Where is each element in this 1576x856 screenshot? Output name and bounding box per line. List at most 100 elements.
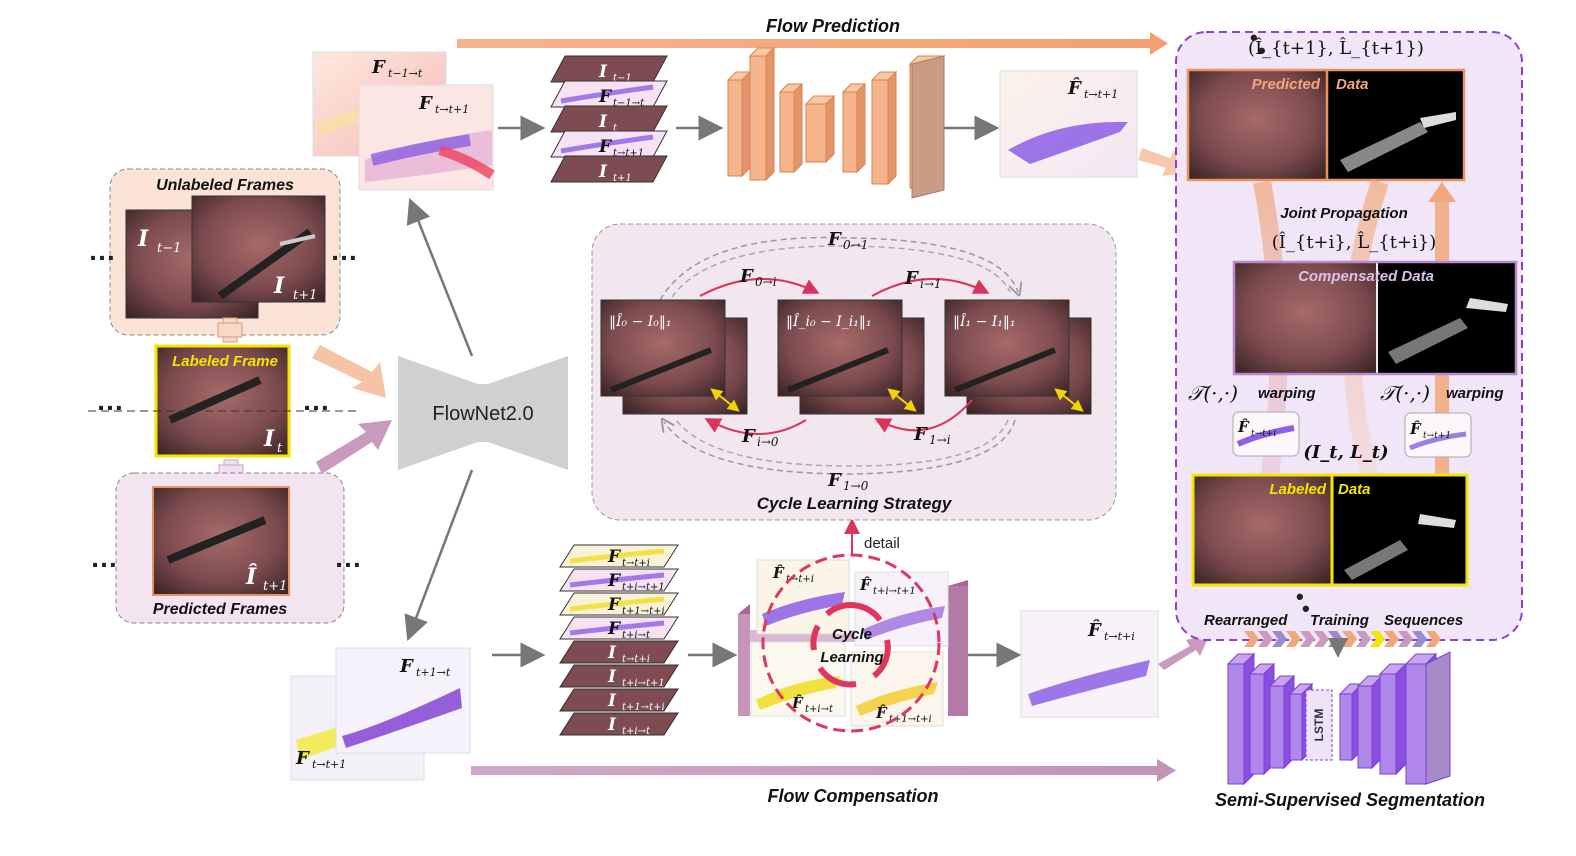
svg-text:•: •	[1258, 38, 1266, 63]
labeled-frame-label: Labeled Frame	[172, 353, 278, 370]
svg-text:F: F	[607, 595, 622, 615]
svg-text:F̂: F̂	[875, 704, 888, 722]
svg-text:F: F	[607, 571, 622, 591]
svg-text:F: F	[904, 268, 919, 289]
svg-text:F: F	[371, 57, 386, 78]
chevron-2	[1272, 631, 1287, 647]
svg-text:t+i→t: t+i→t	[622, 630, 651, 641]
semi-supervised-title: Semi-Supervised Segmentation	[1215, 790, 1485, 810]
svg-text:t+1→t: t+1→t	[416, 666, 451, 679]
ellipsis-left-3: …	[90, 542, 118, 573]
compensated-flow-image: F̂ t→t+i	[1020, 610, 1159, 718]
svg-text:t→t+1: t→t+1	[312, 758, 346, 771]
cycle-flow-2: F̂ t+i→t+1	[854, 571, 949, 647]
lstm-label: LSTM	[1312, 709, 1326, 742]
cycle-learning-title: Cycle Learning Strategy	[757, 494, 953, 513]
arc-fi0	[704, 418, 807, 435]
svg-text:t−1→t: t−1→t	[388, 67, 423, 80]
seg-layer-6	[1378, 662, 1408, 776]
svg-text:I: I	[273, 273, 285, 299]
arc-f0i	[699, 278, 820, 297]
warping-label-left: warping	[1258, 385, 1316, 402]
flow-compensation-title: Flow Compensation	[768, 786, 939, 806]
cycle-flow-3: F̂ t+i→t	[750, 641, 846, 717]
svg-text:t+i→t: t+i→t	[622, 726, 651, 737]
ellipsis-left-1: …	[88, 235, 116, 266]
chevron-13	[1426, 631, 1441, 647]
svg-text:t−1: t−1	[157, 241, 181, 256]
lstm-block	[1305, 689, 1333, 761]
svg-text:t→t+1: t→t+1	[435, 103, 469, 116]
segmentation-network	[1226, 651, 1451, 786]
svg-text:I: I	[607, 643, 617, 663]
svg-text:F: F	[418, 93, 433, 114]
svg-text:t+1→t+i: t+1→t+i	[622, 606, 665, 617]
svg-text:t+1→t+i: t+1→t+i	[622, 702, 665, 713]
svg-text:F̂: F̂	[1237, 418, 1250, 436]
svg-text:F: F	[295, 748, 310, 769]
arrow-predicted-to-flownet	[316, 420, 392, 474]
joint-pair-label: (Î_{t+i}, L̂_{t+i})	[1272, 230, 1437, 253]
svg-text:I: I	[607, 691, 617, 711]
label-f01: 0→1	[843, 238, 868, 252]
svg-text:t+i→t: t+i→t	[805, 704, 834, 715]
seg-layer-5	[1356, 674, 1384, 770]
svg-text:i→1: i→1	[920, 277, 942, 291]
svg-text:•: •	[1302, 596, 1310, 621]
svg-text:1→i: 1→i	[929, 433, 951, 447]
svg-text:t→t+1: t→t+1	[613, 148, 644, 159]
arc-fi1	[871, 278, 990, 297]
svg-text:t+i→t+1: t+i→t+1	[873, 586, 916, 597]
svg-text:t→t+i: t→t+i	[786, 574, 814, 585]
rearranged-label: Rearranged	[1204, 612, 1288, 629]
svg-text:t→t+i: t→t+i	[622, 654, 650, 665]
svg-text:0→i: 0→i	[755, 275, 777, 289]
svg-text:F̂: F̂	[791, 694, 804, 712]
frame-i-tp1: I t+1	[191, 195, 326, 303]
chevron-9	[1370, 631, 1385, 647]
dashed-arc-bottom	[664, 420, 1016, 475]
svg-text:F: F	[741, 426, 756, 447]
compensated-data-label: Compensated Data	[1298, 268, 1434, 285]
svg-text:t→t+1: t→t+1	[1084, 88, 1118, 101]
svg-text:‖Î₀ − I₀‖₁: ‖Î₀ − I₀‖₁	[609, 312, 672, 330]
chevron-10	[1384, 631, 1399, 647]
cycle-learning-line2: Learning	[820, 649, 883, 666]
orange-layer-3	[804, 94, 836, 164]
svg-text:t+1→t+i: t+1→t+i	[889, 714, 932, 725]
detail-label: detail	[864, 535, 900, 552]
svg-text:I: I	[598, 62, 608, 82]
flow-compensation-arrow	[471, 759, 1176, 782]
svg-text:F: F	[598, 87, 613, 107]
chevron-3	[1286, 631, 1301, 647]
svg-text:F: F	[913, 424, 928, 445]
svg-text:F: F	[598, 137, 613, 157]
predicted-data-pair	[1186, 68, 1466, 182]
svg-text:t−1→t: t−1→t	[613, 98, 645, 109]
flow-image-fwd-bottom: F t+1→t	[335, 647, 471, 754]
seg-output-plane	[1425, 651, 1451, 785]
cycle-dashed-ring	[761, 553, 941, 733]
svg-text:t→t+1: t→t+1	[1423, 431, 1451, 441]
svg-text:I: I	[598, 162, 608, 182]
flow-prediction-network	[726, 46, 946, 199]
predicted-label: Predicted	[1252, 76, 1321, 93]
svg-text:•: •	[1250, 25, 1258, 50]
dashed-arc-top	[659, 236, 1018, 301]
cycle-pair-0: ‖Î₀ − I₀‖₁	[600, 299, 748, 415]
orange-layer-4	[841, 82, 867, 174]
arrow-flownet-down	[404, 469, 474, 642]
chevron-8	[1356, 631, 1371, 647]
chevron-1	[1258, 631, 1273, 647]
chevron-4	[1300, 631, 1315, 647]
svg-text:t+1: t+1	[613, 173, 632, 184]
svg-text:‖Î_i₀ − I_i₁‖₁: ‖Î_i₀ − I_i₁‖₁	[786, 312, 871, 330]
svg-text:t→t+i: t→t+i	[622, 558, 650, 569]
svg-text:F: F	[739, 266, 754, 287]
